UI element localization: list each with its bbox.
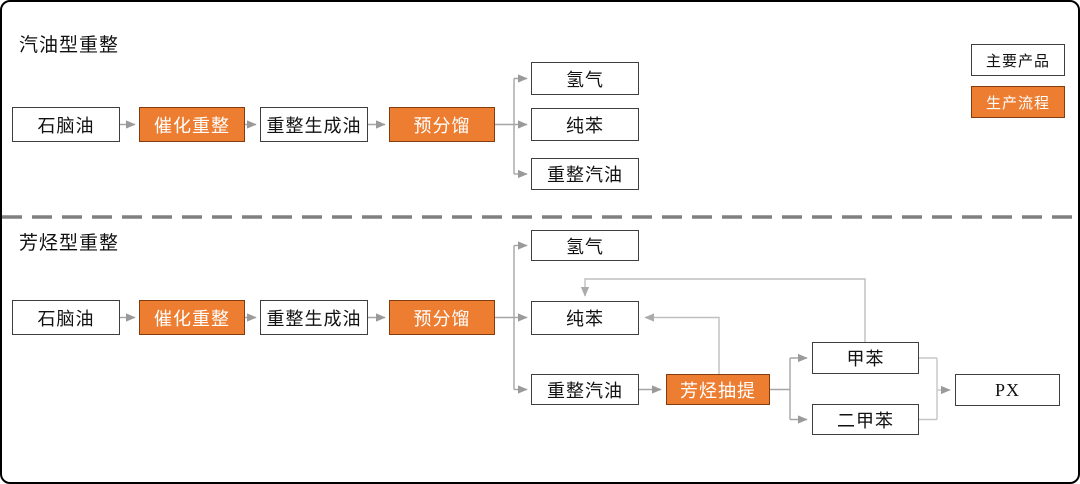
node-hydrogen-2: 氢气 [531,230,639,261]
bottom-section-connectors [119,241,808,424]
node-naphtha: 石脑油 [12,107,120,142]
section-title-gasoline-reforming: 汽油型重整 [19,35,120,56]
connector-arrow [644,313,720,374]
node-benzene-2: 纯苯 [531,301,639,335]
node-catalytic-reforming-2: 催化重整 [139,300,245,335]
node-reformed-gasoline: 重整汽油 [531,158,639,190]
node-prefractionation: 预分馏 [389,107,495,142]
node-hydrogen: 氢气 [531,62,639,95]
node-toluene: 甲苯 [812,342,919,374]
node-benzene: 纯苯 [531,108,639,141]
node-reformed-gasoline-2: 重整汽油 [531,374,639,405]
legend-main-product: 主要产品 [971,44,1065,76]
node-prefractionation-2: 预分馏 [389,300,495,335]
node-reformate-oil-2: 重整生成油 [260,300,368,335]
legend-process-step: 生产流程 [971,86,1065,118]
feedback-connectors [580,278,866,374]
node-px: PX [955,374,1060,406]
node-xylene: 二甲苯 [812,404,919,435]
node-naphtha-2: 石脑油 [12,300,120,335]
connector-arrow [580,278,866,342]
section-title-aromatics-reforming: 芳烃型重整 [19,233,120,254]
node-reformate-oil: 重整生成油 [260,107,368,142]
node-catalytic-reforming: 催化重整 [139,107,245,142]
top-section-connectors [119,74,528,179]
node-aromatics-extraction: 芳烃抽提 [666,374,770,405]
px-merge-connectors [919,357,951,421]
